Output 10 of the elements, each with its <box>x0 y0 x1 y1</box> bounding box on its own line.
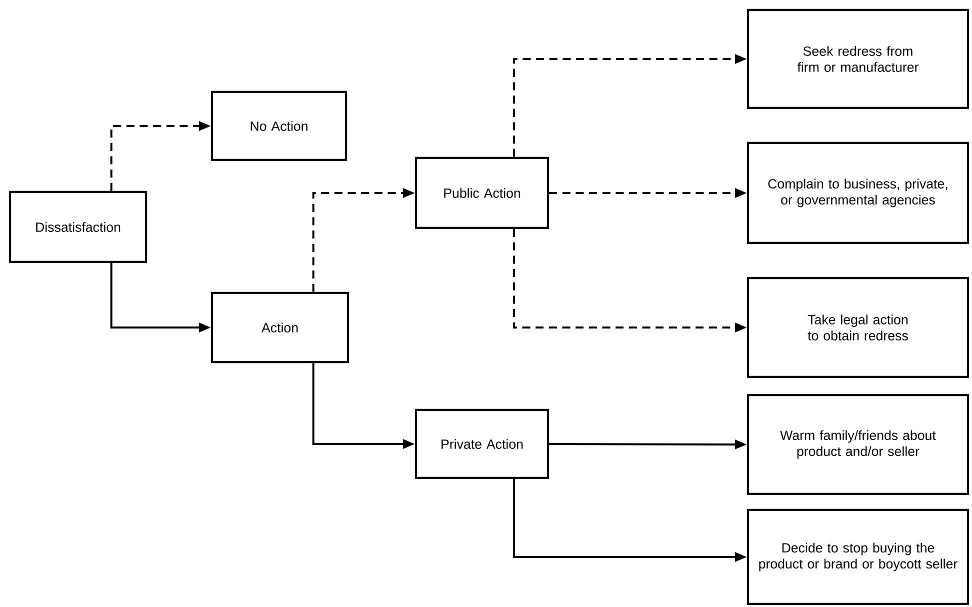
process-box: Private Action <box>414 408 550 480</box>
process-box: No Action <box>210 90 348 162</box>
process-box: Dissatisfaction <box>8 190 148 264</box>
process-box: Action <box>210 292 350 364</box>
process-box: Take legal action to obtain redress <box>746 276 970 378</box>
process-box: Warm family/friends about product and/or seller <box>746 394 970 496</box>
process-box: Seek redress from firm or manufacturer <box>746 8 970 110</box>
process-box: Public Action <box>414 156 550 230</box>
process-box: Complain to business, private, or governmental agencies <box>746 142 970 244</box>
process-box: Decide to stop buying the product or brand or boycott seller <box>746 508 970 606</box>
